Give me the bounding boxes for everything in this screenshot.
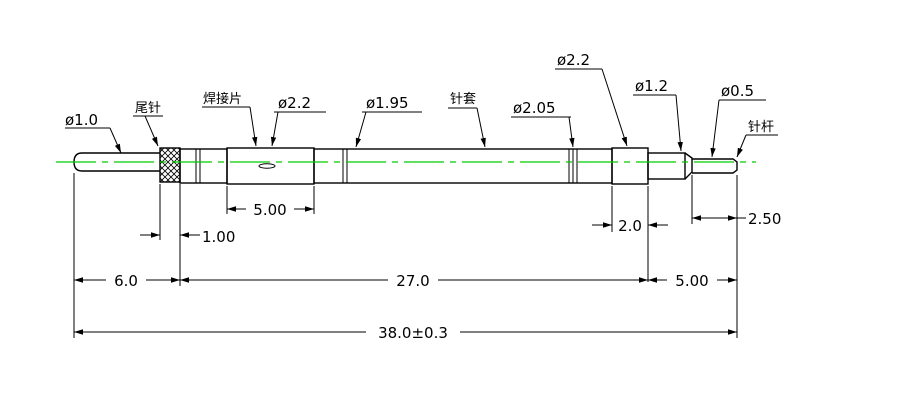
callout-tail-pin: 尾针 <box>135 101 161 116</box>
probe-body <box>73 147 738 185</box>
dim-knurl-length: 1.00 <box>202 228 235 246</box>
weld-hole <box>258 163 276 169</box>
dim-weld-length: 5.00 <box>253 201 286 219</box>
callout-weld-dia: ø2.2 <box>278 94 311 112</box>
callout-tail-dia: ø1.0 <box>65 111 98 129</box>
dim-tail-length: 6.0 <box>114 272 138 290</box>
callout-ring-dia: ø2.05 <box>513 99 556 117</box>
dim-body-length: 27.0 <box>396 272 429 290</box>
callout-sleeve: 针套 <box>450 91 476 107</box>
sleeve <box>313 148 613 184</box>
callout-group: ø1.0 尾针 焊接片 ø2.2 ø1.95 针套 ø2.05 ø2.2 ø1. <box>65 51 778 158</box>
dim-overall-length: 38.0±0.3 <box>378 324 448 342</box>
callout-plunger-dia: ø0.5 <box>721 82 754 100</box>
dim-collar-length: 2.0 <box>618 217 642 235</box>
plunger <box>692 158 738 174</box>
knurl-section <box>159 147 181 183</box>
barrel-start <box>179 148 228 184</box>
callout-collar-dia: ø2.2 <box>557 51 590 69</box>
dim-tip-length: 5.00 <box>675 272 708 290</box>
dimension-group: 5.00 1.00 2.0 2.50 6.0 27.0 5.00 <box>73 173 781 342</box>
callout-sleeve-dia: ø1.95 <box>366 94 409 112</box>
callout-weld-tab: 焊接片 <box>203 91 242 107</box>
callout-shoulder-dia: ø1.2 <box>635 77 668 95</box>
callout-plunger: 针杆 <box>748 120 774 135</box>
collar <box>611 147 649 185</box>
dim-plunger-length: 2.50 <box>748 210 781 228</box>
shoulder <box>647 152 686 180</box>
